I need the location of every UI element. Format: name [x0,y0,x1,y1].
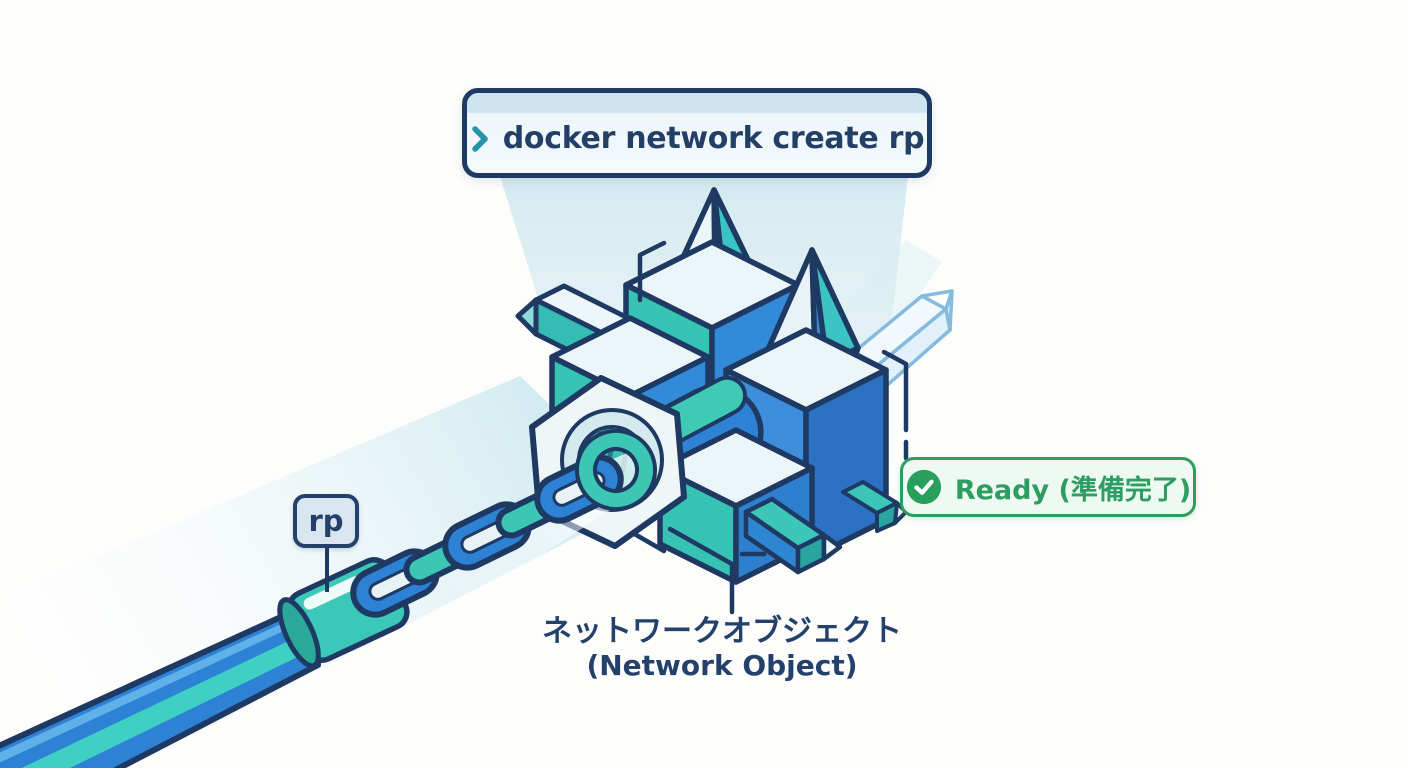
small-prism-1 [743,496,843,575]
object-label-en: (Network Object) [586,649,858,683]
callout-bracket [609,240,909,615]
object-label: ネットワークオブジェクト (Network Object) [542,614,902,682]
object-label-jp: ネットワークオブジェクト [542,614,902,649]
isometric-cube-top [623,187,801,427]
status-badge: Ready (準備完了) [900,457,1196,517]
chain-ring [575,429,657,511]
chain [350,429,657,618]
small-prism-2 [841,480,908,533]
chain-link-flat [534,454,624,524]
network-cable [0,597,321,768]
prompt-chevron-icon [470,112,490,154]
check-icon [905,468,943,506]
status-badge-label: Ready (準備完了) [954,474,1192,506]
network-name-tag: rp [293,494,359,548]
command-box: docker network create rp [462,88,932,178]
command-text: docker network create rp [502,120,925,156]
